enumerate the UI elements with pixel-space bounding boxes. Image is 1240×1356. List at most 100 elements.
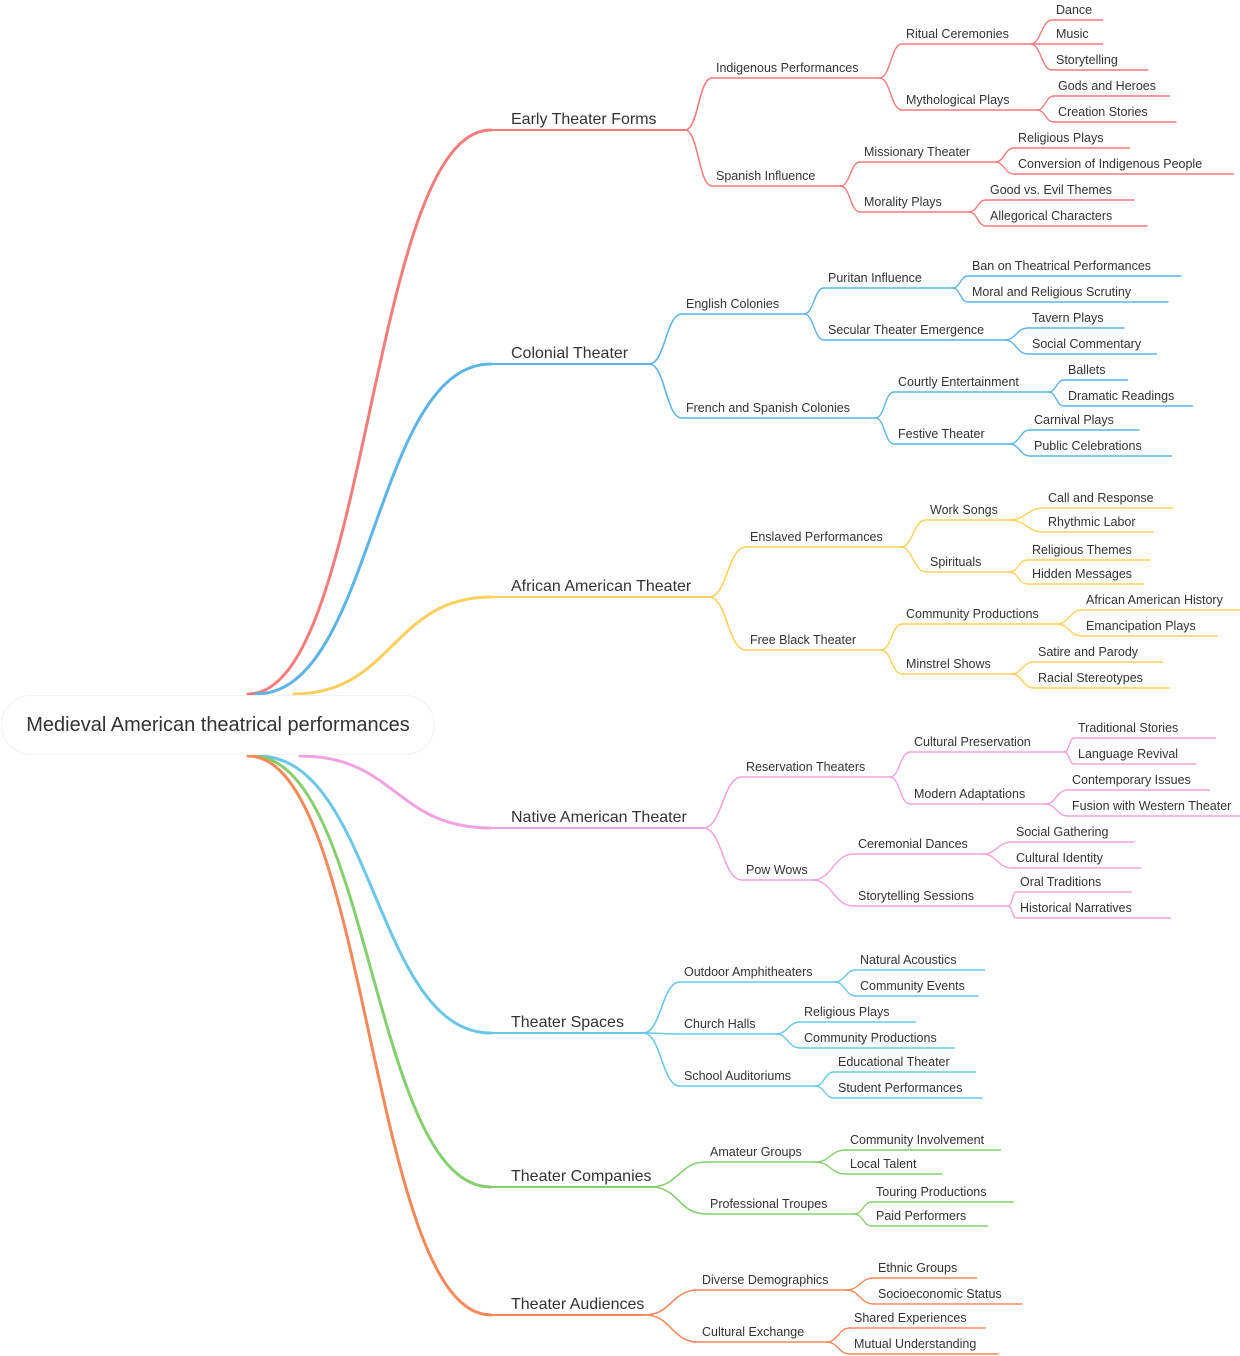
- leaf-connector-5-1-1: [853, 1213, 873, 1227]
- detail-label-2-0-1-0[interactable]: Religious Themes: [1032, 543, 1132, 557]
- sub-label-2-1[interactable]: Free Black Theater: [750, 633, 856, 647]
- leaf-label-6-0-0[interactable]: Ethnic Groups: [878, 1261, 957, 1275]
- leaf-label-3-1-1[interactable]: Storytelling Sessions: [858, 889, 974, 903]
- branch-label-4[interactable]: Theater Spaces: [511, 1014, 624, 1031]
- leaf-label-4-1-0[interactable]: Religious Plays: [804, 1005, 889, 1019]
- detail-connector-0-0-0-0: [1029, 19, 1053, 45]
- leaf-label-4-0-1[interactable]: Community Events: [860, 979, 965, 993]
- branch-label-2[interactable]: African American Theater: [511, 578, 692, 595]
- branch-label-0[interactable]: Early Theater Forms: [511, 111, 657, 128]
- leaf-label-4-2-0[interactable]: Educational Theater: [838, 1055, 950, 1069]
- sub-label-3-1[interactable]: Pow Wows: [746, 863, 808, 877]
- detail-label-0-1-0-1[interactable]: Conversion of Indigenous People: [1018, 157, 1202, 171]
- leaf-connector-6-0-0: [845, 1277, 875, 1291]
- leaf-label-5-1-0[interactable]: Touring Productions: [876, 1185, 986, 1199]
- detail-label-2-1-1-1[interactable]: Racial Stereotypes: [1038, 671, 1143, 685]
- detail-label-3-1-0-0[interactable]: Social Gathering: [1016, 825, 1108, 839]
- leaf-label-2-0-1[interactable]: Spirituals: [930, 555, 981, 569]
- root-node[interactable]: Medieval American theatrical performance…: [2, 696, 434, 754]
- detail-connector-3-1-1-1: [1007, 905, 1017, 919]
- detail-label-0-1-0-0[interactable]: Religious Plays: [1018, 131, 1103, 145]
- sub-label-0-0[interactable]: Indigenous Performances: [716, 61, 858, 75]
- leaf-label-1-1-1[interactable]: Festive Theater: [898, 427, 985, 441]
- leaf-label-0-0-1[interactable]: Mythological Plays: [906, 93, 1010, 107]
- sub-label-0-1[interactable]: Spanish Influence: [716, 169, 815, 183]
- leaf-connector-3-0-0: [889, 751, 911, 778]
- sub-label-6-0[interactable]: Diverse Demographics: [702, 1273, 828, 1287]
- detail-label-0-0-1-0[interactable]: Gods and Heroes: [1058, 79, 1156, 93]
- sub-label-4-0[interactable]: Outdoor Amphitheaters: [684, 965, 813, 979]
- leaf-label-4-2-1[interactable]: Student Performances: [838, 1081, 962, 1095]
- detail-label-1-0-0-1[interactable]: Moral and Religious Scrutiny: [972, 285, 1132, 299]
- detail-label-0-1-1-0[interactable]: Good vs. Evil Themes: [990, 183, 1112, 197]
- detail-label-1-1-0-1[interactable]: Dramatic Readings: [1068, 389, 1174, 403]
- leaf-label-3-1-0[interactable]: Ceremonial Dances: [858, 837, 968, 851]
- sub-label-3-0[interactable]: Reservation Theaters: [746, 760, 865, 774]
- detail-label-1-1-1-0[interactable]: Carnival Plays: [1034, 413, 1114, 427]
- detail-label-3-0-1-1[interactable]: Fusion with Western Theater: [1072, 799, 1231, 813]
- leaf-connector-3-1-1: [811, 879, 855, 907]
- leaf-connector-4-1-1: [775, 1033, 801, 1049]
- leaf-label-2-1-1[interactable]: Minstrel Shows: [906, 657, 991, 671]
- leaf-label-4-1-1[interactable]: Community Productions: [804, 1031, 937, 1045]
- detail-label-2-1-0-1[interactable]: Emancipation Plays: [1086, 619, 1196, 633]
- sub-label-5-1[interactable]: Professional Troupes: [710, 1197, 827, 1211]
- leaf-label-6-1-1[interactable]: Mutual Understanding: [854, 1337, 976, 1351]
- detail-label-1-0-1-0[interactable]: Tavern Plays: [1032, 311, 1104, 325]
- detail-label-3-1-1-1[interactable]: Historical Narratives: [1020, 901, 1132, 915]
- detail-label-0-1-1-1[interactable]: Allegorical Characters: [990, 209, 1112, 223]
- branch-label-5[interactable]: Theater Companies: [511, 1168, 652, 1185]
- detail-label-0-0-0-0[interactable]: Dance: [1056, 3, 1092, 17]
- sub-label-6-1[interactable]: Cultural Exchange: [702, 1325, 804, 1339]
- leaf-label-5-0-1[interactable]: Local Talent: [850, 1157, 917, 1171]
- detail-label-1-1-0-0[interactable]: Ballets: [1068, 363, 1106, 377]
- detail-label-3-0-0-0[interactable]: Traditional Stories: [1078, 721, 1178, 735]
- sub-label-2-0[interactable]: Enslaved Performances: [750, 530, 883, 544]
- detail-label-1-0-1-1[interactable]: Social Commentary: [1032, 337, 1142, 351]
- leaf-label-1-1-0[interactable]: Courtly Entertainment: [898, 375, 1019, 389]
- leaf-label-4-0-0[interactable]: Natural Acoustics: [860, 953, 957, 967]
- leaf-label-1-0-1[interactable]: Secular Theater Emergence: [828, 323, 984, 337]
- leaf-connector-2-0-0: [899, 519, 927, 548]
- detail-label-0-0-1-1[interactable]: Creation Stories: [1058, 105, 1148, 119]
- sub-label-1-1[interactable]: French and Spanish Colonies: [686, 401, 850, 415]
- leaf-connector-4-2-1: [814, 1085, 835, 1099]
- leaf-label-3-0-0[interactable]: Cultural Preservation: [914, 735, 1031, 749]
- leaf-label-6-1-0[interactable]: Shared Experiences: [854, 1311, 967, 1325]
- leaf-connector-5-0-0: [814, 1149, 847, 1163]
- sub-label-4-2[interactable]: School Auditoriums: [684, 1069, 791, 1083]
- leaf-label-5-0-0[interactable]: Community Involvement: [850, 1133, 985, 1147]
- detail-connector-3-1-0-1: [981, 853, 1013, 869]
- leaf-label-0-0-0[interactable]: Ritual Ceremonies: [906, 27, 1009, 41]
- detail-label-2-0-0-1[interactable]: Rhythmic Labor: [1048, 515, 1136, 529]
- sub-label-5-0[interactable]: Amateur Groups: [710, 1145, 802, 1159]
- detail-label-2-0-1-1[interactable]: Hidden Messages: [1032, 567, 1132, 581]
- leaf-label-0-1-0[interactable]: Missionary Theater: [864, 145, 970, 159]
- leaf-label-2-1-0[interactable]: Community Productions: [906, 607, 1039, 621]
- leaf-label-2-0-0[interactable]: Work Songs: [930, 503, 998, 517]
- branch-label-1[interactable]: Colonial Theater: [511, 345, 629, 362]
- sub-label-4-1[interactable]: Church Halls: [684, 1017, 756, 1031]
- branch-label-3[interactable]: Native American Theater: [511, 809, 687, 826]
- detail-label-2-1-0-0[interactable]: African American History: [1086, 593, 1224, 607]
- detail-label-1-1-1-1[interactable]: Public Celebrations: [1034, 439, 1142, 453]
- detail-label-3-1-1-0[interactable]: Oral Traditions: [1020, 875, 1101, 889]
- leaf-label-3-0-1[interactable]: Modern Adaptations: [914, 787, 1025, 801]
- detail-label-2-0-0-0[interactable]: Call and Response: [1048, 491, 1154, 505]
- leaf-label-1-0-0[interactable]: Puritan Influence: [828, 271, 922, 285]
- leaf-connector-5-0-1: [814, 1161, 847, 1175]
- detail-label-0-0-0-2[interactable]: Storytelling: [1056, 53, 1118, 67]
- detail-label-0-0-0-1[interactable]: Music: [1056, 27, 1089, 41]
- detail-label-3-0-1-0[interactable]: Contemporary Issues: [1072, 773, 1191, 787]
- detail-label-1-0-0-0[interactable]: Ban on Theatrical Performances: [972, 259, 1151, 273]
- leaf-connector-1-1-0: [874, 391, 895, 419]
- leaf-label-0-1-1[interactable]: Morality Plays: [864, 195, 942, 209]
- leaf-label-6-0-1[interactable]: Socioeconomic Status: [878, 1287, 1002, 1301]
- detail-label-2-1-1-0[interactable]: Satire and Parody: [1038, 645, 1139, 659]
- detail-label-3-1-0-1[interactable]: Cultural Identity: [1016, 851, 1104, 865]
- leaf-label-5-1-1[interactable]: Paid Performers: [876, 1209, 966, 1223]
- sub-label-1-0[interactable]: English Colonies: [686, 297, 779, 311]
- detail-label-3-0-0-1[interactable]: Language Revival: [1078, 747, 1178, 761]
- detail-connector-1-1-1-0: [1008, 429, 1031, 445]
- branch-label-6[interactable]: Theater Audiences: [511, 1296, 644, 1313]
